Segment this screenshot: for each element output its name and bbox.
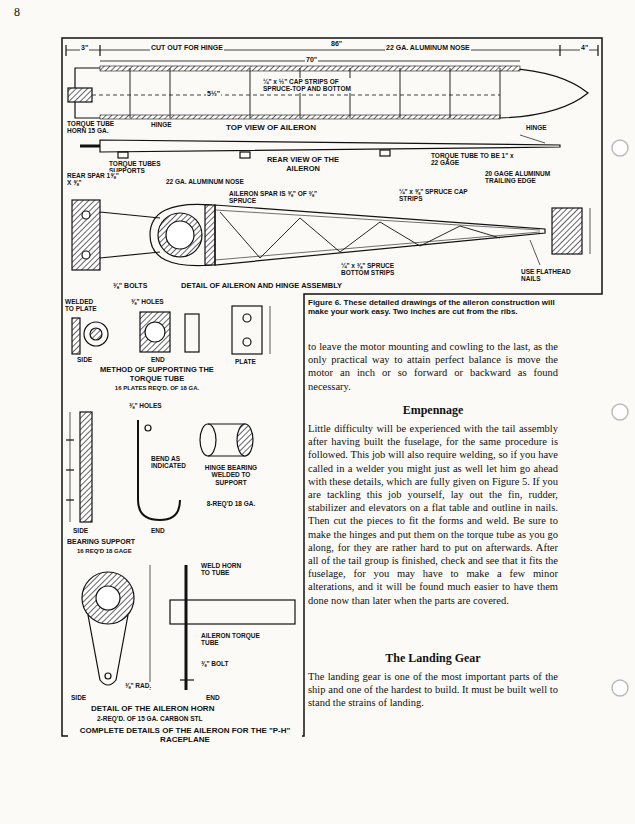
part-label: USE FLATHEAD NAILS [520,268,592,283]
view-label: END [205,694,221,701]
part-label: ⅜" HOLES [130,298,165,305]
dimension: 5½" [206,90,221,98]
part-label: ⅜" HOLES [128,402,163,409]
part-label: TORQUE TUBE TO BE 1" x 22 GAGE [430,152,522,167]
part-label: TORQUE TUBE HORN 15 GA. [66,120,128,135]
part-label: 16 PLATES REQ'D. OF 18 GA. [96,385,218,392]
part-label: AILERON SPAR IS ⅝" OF ⅜" SPRUCE [228,190,320,205]
part-label: 8-REQ'D 18 GA. [200,500,262,507]
section-heading: Empennage [308,404,558,418]
part-label: HINGE [150,121,173,128]
dimension: 4" [580,44,589,52]
view-title: METHOD OF SUPPORTING THE TORQUE TUBE [96,366,218,383]
dimension: 70" [305,56,318,64]
body-text: The landing gear is one of the most impo… [308,670,558,710]
dimension: 3" [80,44,89,52]
part-label: CUT OUT FOR HINGE [150,44,224,52]
part-label: REAR SPAR 1⅝" X ⅝" [66,172,123,187]
part-label: ⅜" BOLT [200,660,230,667]
view-title: REAR VIEW OF THE AILERON [262,156,344,173]
view-label: END [150,527,166,534]
part-label: HINGE [525,124,548,131]
part-label: ¼" x ⅝" SPRUCE CAP STRIPS [398,188,475,203]
view-title: BEARING SUPPORT [66,538,136,546]
part-label: ¼" x ⅜" SPRUCE BOTTOM STRIPS [340,262,412,277]
view-title: DETAIL OF AILERON AND HINGE ASSEMBLY [180,282,343,291]
part-label: 22 GA. ALUMINUM NOSE [385,44,471,52]
part-label: 16 REQ'D 18 GAGE [76,548,133,555]
body-text: to leave the motor mounting and cowling … [308,340,558,393]
view-title: DETAIL OF THE AILERON HORN [90,704,215,713]
part-label: 22 GA. ALUMINUM NOSE [165,178,245,185]
part-label: 2-REQ'D. OF 15 GA. CARBON STL [96,715,204,722]
dimension: 86" [330,40,343,48]
part-label: WELDED TO PLATE [64,298,100,313]
figure-caption: Figure 6. These detailed drawings of the… [308,298,558,316]
page-number: 8 [14,6,20,20]
body-text: Little difficulty will be experienced wi… [308,422,558,607]
part-label: BEND AS INDICATED [150,455,197,470]
part-label: AILERON TORQUE TUBE [200,632,262,647]
view-title: TOP VIEW OF AILERON [225,123,317,132]
part-label: ⅜" BOLTS [112,282,148,290]
view-label: SIDE [70,694,87,701]
part-label: ⅜" RAD. [124,682,152,689]
part-label: WELD HORN TO TUBE [200,562,252,577]
part-label: HINGE BEARING WELDED TO SUPPORT [200,464,262,486]
view-label: END [150,356,166,363]
part-label: 20 GAGE ALUMINUM TRAILING EDGE [484,170,556,185]
section-heading: The Landing Gear [308,652,558,666]
view-label: PLATE [234,358,257,365]
part-label: ¼" x ½" CAP STRIPS OF SPRUCE-TOP AND BOT… [262,78,354,93]
figure-title: COMPLETE DETAILS OF THE AILERON FOR THE … [68,726,302,744]
view-label: SIDE [72,527,89,534]
view-label: SIDE [76,356,93,363]
